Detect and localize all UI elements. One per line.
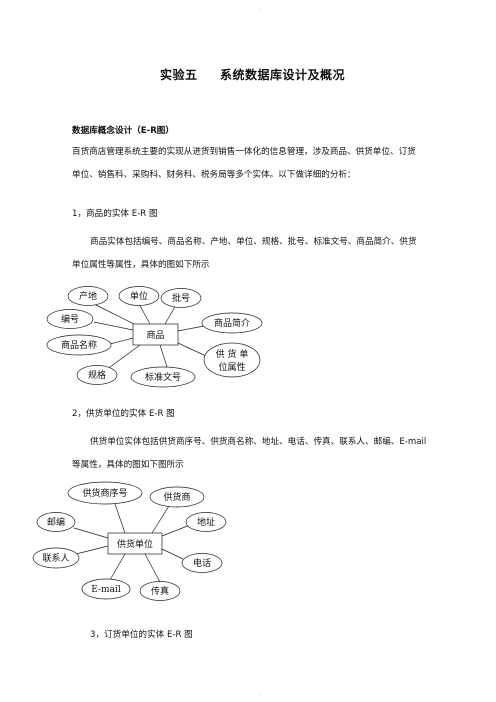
page-title-number: 实验五 [160,68,198,82]
bottom-mark: . [258,690,261,698]
item1-line-1: 商品实体包括编号、商品名称、产地、单位、规格、批号、标准文号、商品简介、供货 [90,237,417,247]
er1-attr-intro-label: 商品简介 [214,317,250,329]
er2-attr-contact [32,547,80,569]
item2-heading: 2，供货单位的实体 E-R 图 [72,409,175,419]
er2-attr-seq-label: 供货商序号 [82,487,127,499]
er2-attr-addr-label: 地址 [197,516,215,528]
er2-attr-email [81,578,131,600]
er1-attr-spec-label: 规格 [88,369,106,381]
er2-attr-email-label: E-mail [91,585,121,595]
er1-attr-supplier [203,342,261,378]
er1-connectors [93,303,207,371]
er1-attr-std-label: 标准文号 [145,371,181,383]
er1-attr-supplier-label-1: 供 货 单 [216,348,249,360]
intro-line-1: 百货商店管理系统主要的实现从进货到销售一体化的信息管理，涉及商品、供货单位、订货 [72,147,416,157]
er2-attr-contact-label: 联系人 [42,553,69,564]
er1-attr-std [130,366,196,388]
item3-heading: 3，订货单位的实体 E-R 图 [90,630,193,640]
er2-attr-zip-label: 邮编 [47,516,65,528]
er1-attr-name-label: 商品名称 [61,339,97,351]
er2-attr-sname [149,486,205,508]
er2-entity-label: 供货单位 [117,538,153,550]
er2-attr-zip [36,512,76,532]
er2-attr-phone [181,553,223,573]
er2-attr-fax [139,581,181,601]
er2-attr-sname-label: 供货商 [163,491,190,503]
er2-entity-box [107,532,163,555]
er1-attr-origin [67,286,109,306]
er1-attr-intro [201,312,263,334]
er1-attr-unit [118,286,160,306]
er2-connectors [73,503,191,583]
er2-attr-phone-label: 电话 [193,557,211,569]
er1-attr-code [46,309,94,329]
er1-attr-origin-label: 产地 [79,290,97,302]
item2-line-2: 等属性，具体的图如下图所示 [72,460,184,470]
er2-attr-fax-label: 传真 [151,585,169,597]
section-heading: 数据库概念设计（E-R图） [72,126,174,136]
item1-line-2: 单位属性等属性，具体的图如下所示 [72,260,210,270]
er2-attr-addr [185,512,227,532]
er1-attr-code-label: 编号 [61,313,79,325]
er1-attr-name [46,334,112,356]
er1-attr-batch-label: 批号 [172,292,190,304]
er2-attr-seq [67,481,143,505]
page-title: 系统数据库设计及概况 [220,68,346,82]
item1-heading: 1，商品的实体 E-R 图 [72,209,158,219]
item2-line-1: 供货单位实体包括供货商序号、供货商名称、地址、电话、传真、联系人、邮编、E-ma… [90,437,427,447]
er1-entity-label: 商品 [146,329,164,341]
top-mark: . [258,3,261,11]
er1-attr-supplier-label-2: 位属性 [218,361,245,373]
intro-line-2: 单位、销售科、采购科、财务科、税务局等多个实体。以下做详细的分析： [72,170,356,180]
er1-entity-box [132,323,179,346]
er1-attr-spec [76,365,118,385]
er1-attr-batch [160,288,202,308]
er1-attr-unit-label: 单位 [130,290,148,302]
